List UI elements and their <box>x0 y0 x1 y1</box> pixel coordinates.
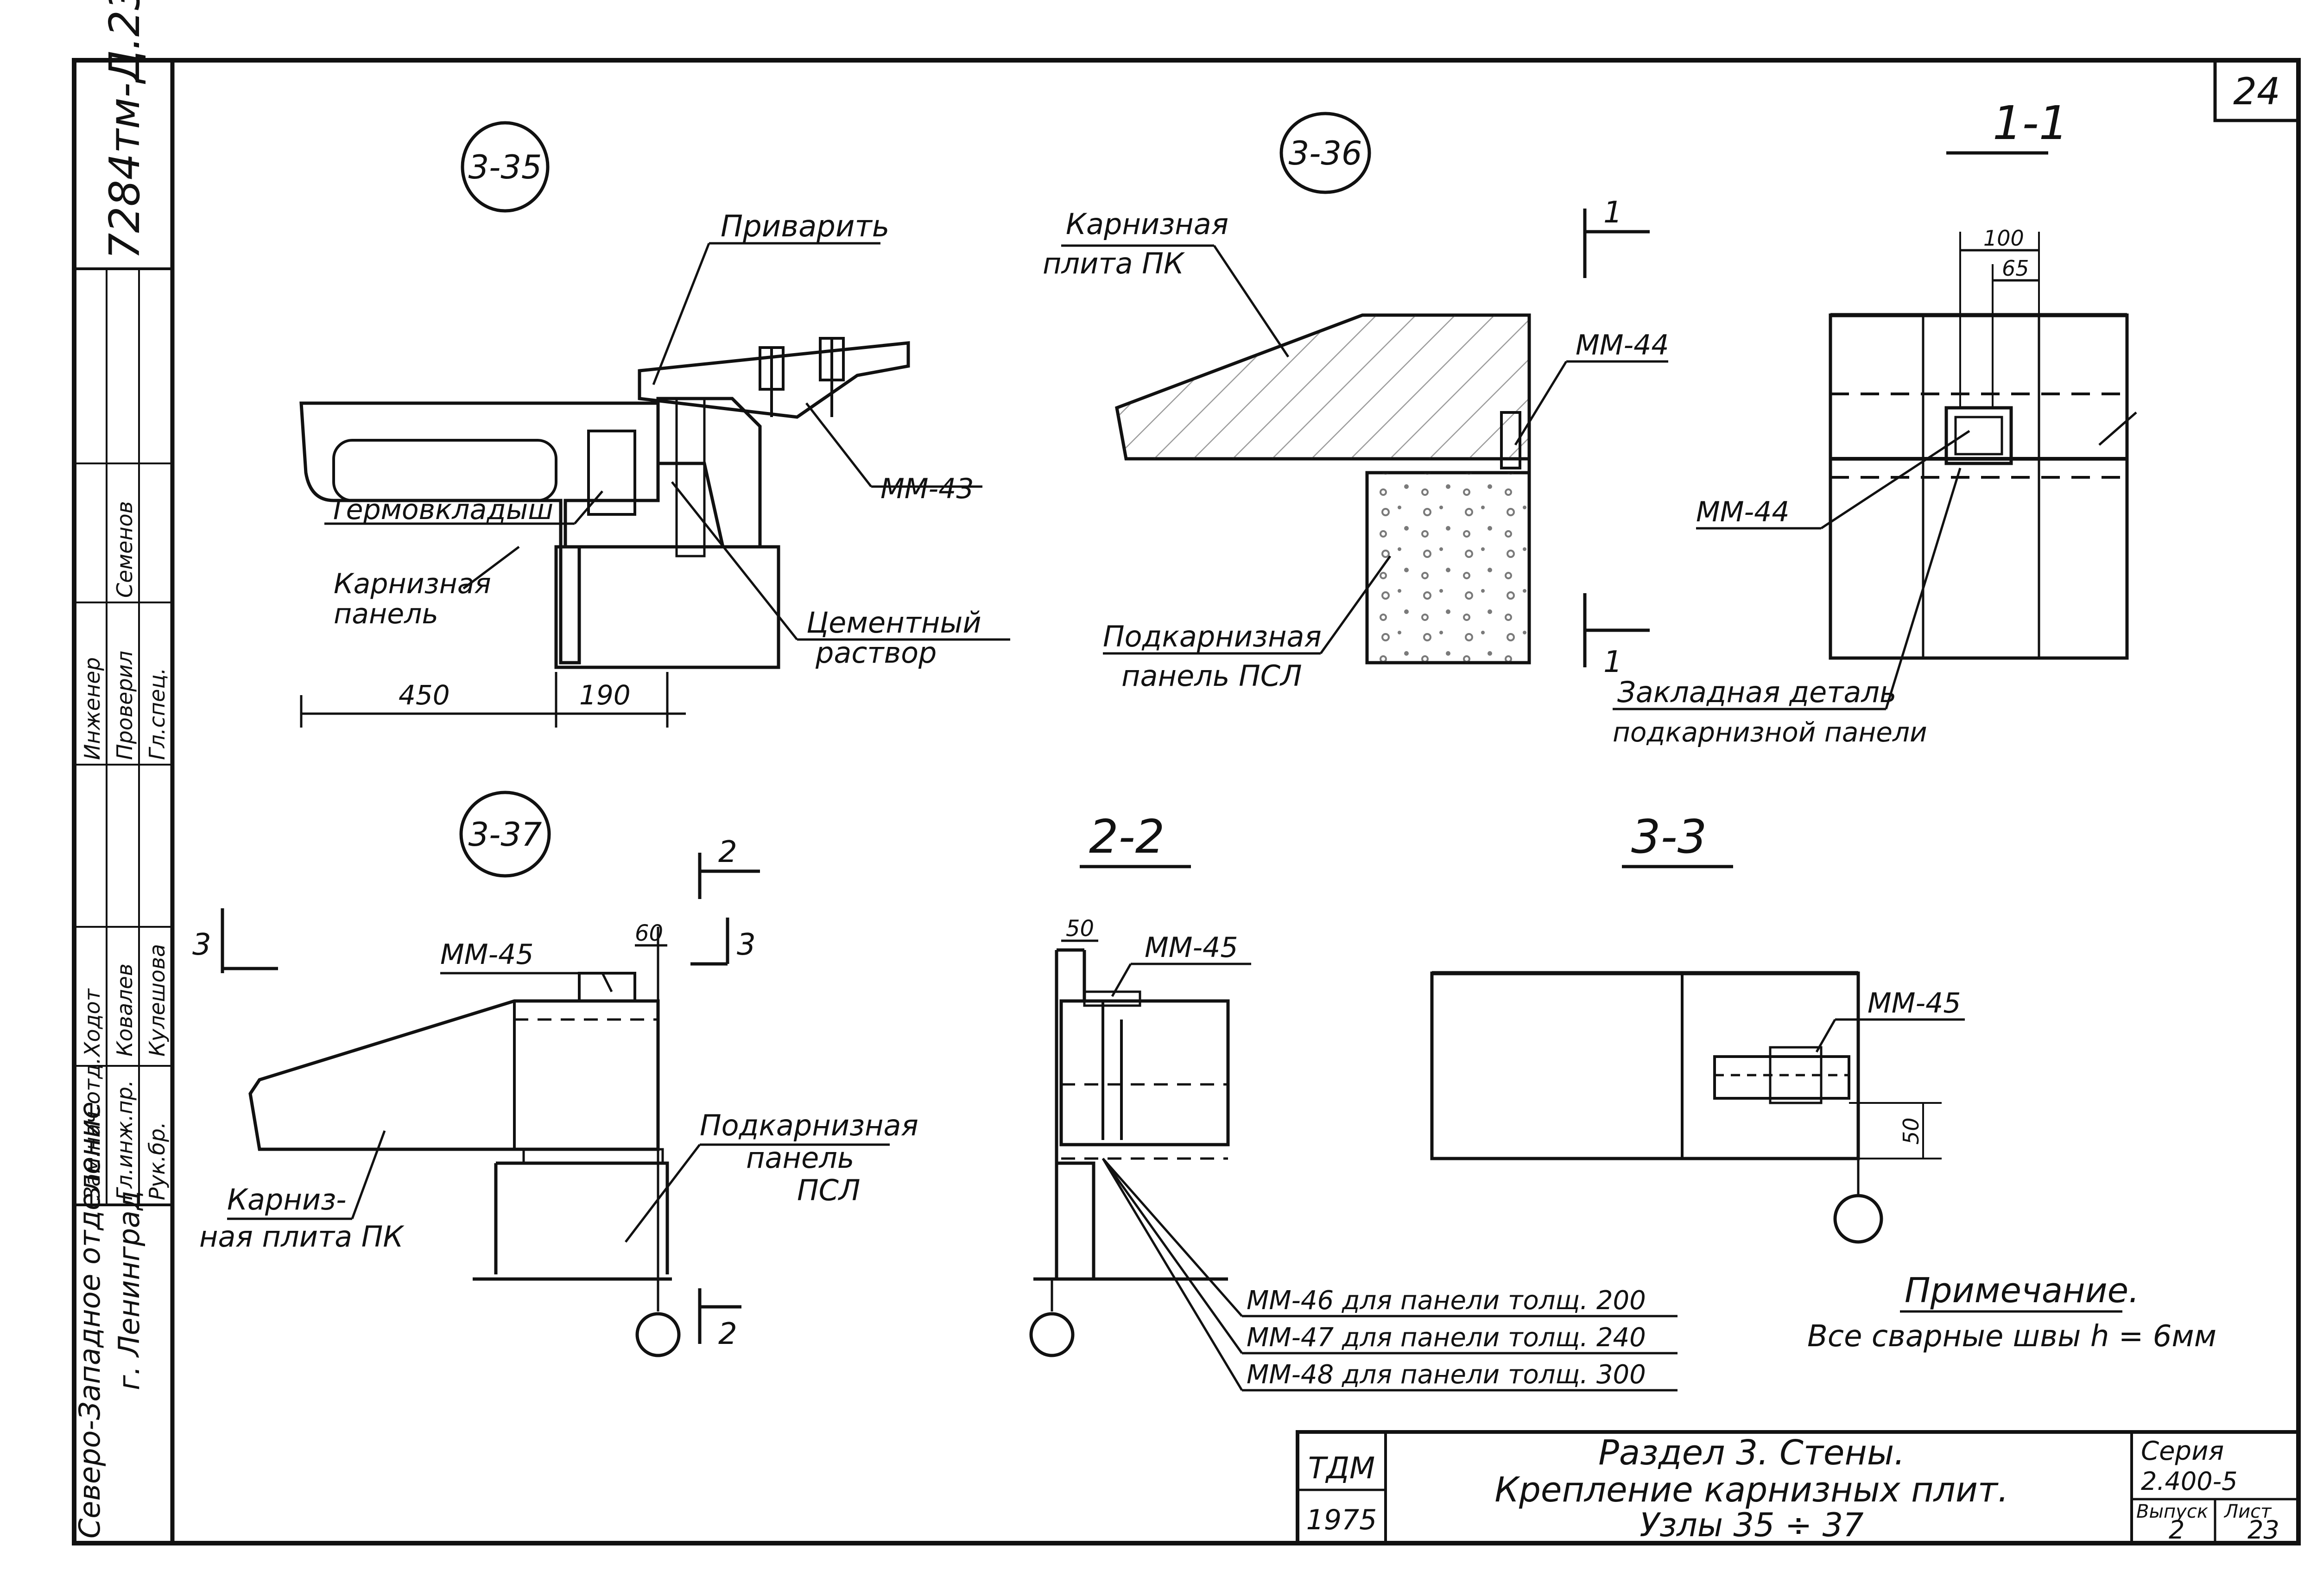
page-number: 24 <box>2233 70 2280 113</box>
label-podkarn37-1: Подкарнизная <box>700 1108 918 1142</box>
dim-60: 60 <box>635 920 663 946</box>
label-cement-2: раствор <box>815 636 937 670</box>
stamp-organization: Северо-Западное отделение <box>73 1102 107 1539</box>
node-label-3-37: 3-37 <box>468 816 542 854</box>
label-karniz-pk-2: ная плита ПК <box>199 1220 405 1254</box>
label-karn-plita-2: плита ПК <box>1043 247 1185 280</box>
issue-value: 2 <box>2169 1515 2184 1545</box>
section-title-3-3: 3-3 <box>1631 810 1707 864</box>
label-mm44-node: ММ-44 <box>1576 329 1669 361</box>
section-mark-2-bottom: 2 <box>718 1317 737 1351</box>
label-termovkladysh: Термовкладыш <box>329 494 553 526</box>
dim-50-22: 50 <box>1066 916 1094 942</box>
node-marker-3-35 <box>461 121 550 213</box>
node-marker-3-36 <box>1279 112 1371 194</box>
label-privarit: Приварить <box>721 209 890 244</box>
stamp-role-2: Гл.инж.пр. <box>112 1080 137 1200</box>
label-mm44-section: ММ-44 <box>1696 496 1790 528</box>
label-podkarn-2: панель ПСЛ <box>1121 659 1302 693</box>
section-3-3: 3-3 ММ-45 50 <box>1430 810 1965 1244</box>
label-mm48: ММ-48 для панели толщ. 300 <box>1247 1360 1646 1390</box>
section-mark-3-left: 3 <box>192 928 211 962</box>
label-karniznaya-panel-2: панель <box>334 598 438 630</box>
node-label-3-36: 3-36 <box>1289 134 1362 172</box>
note-text: Все сварные швы h = 6мм <box>1807 1319 2216 1354</box>
sheet-frame <box>72 58 2301 1545</box>
section-title-2-2: 2-2 <box>1089 810 1165 864</box>
label-mm45-node: ММ-45 <box>440 938 534 971</box>
stamp-name-4: Семенов <box>112 501 137 598</box>
label-karniz-pk-1: Карниз- <box>227 1183 347 1216</box>
title-year: 1975 <box>1306 1504 1377 1536</box>
note-block: Примечание. Все сварные швы h = 6мм <box>1807 1271 2216 1354</box>
title-line-3: Узлы 35 ÷ 37 <box>1640 1506 1863 1544</box>
dim-50-33: 50 <box>1899 1117 1924 1145</box>
node-3-36: 3-36 Карнизная плита ПК ММ-44 Подкарнизн… <box>1043 112 1669 693</box>
stamp-name-1: Ходот <box>80 988 105 1058</box>
dim-450: 450 <box>399 679 450 711</box>
sheet-label: Лист <box>2223 1501 2272 1522</box>
label-mm43: ММ-43 <box>880 473 974 505</box>
stamp-role-1: Зам.нач.отд. <box>80 1058 105 1200</box>
stamp-role-4: Инженер <box>80 657 105 760</box>
stamp-name-2: Ковалев <box>112 963 137 1057</box>
label-zaklad-1: Закладная деталь <box>1617 675 1897 709</box>
drawing-code: 7284тм-Д.23 <box>101 0 149 260</box>
series-label: Серия <box>2141 1436 2224 1466</box>
stamp-name-3: Кулешова <box>145 944 170 1057</box>
label-mm45-22: ММ-45 <box>1145 931 1238 964</box>
label-podkarn-1: Подкарнизная <box>1103 620 1322 653</box>
note-title: Примечание. <box>1905 1271 2140 1311</box>
node-marker-3-37 <box>459 791 551 878</box>
series-value: 2.400-5 <box>2141 1467 2237 1496</box>
section-mark-2-top: 2 <box>718 835 737 869</box>
label-karn-plita-1: Карнизная <box>1066 207 1228 241</box>
dim-65: 65 <box>2002 256 2029 281</box>
section-mark-3-right: 3 <box>737 928 756 962</box>
label-mm46: ММ-46 для панели толщ. 200 <box>1247 1286 1646 1316</box>
label-cement-1: Цементный <box>806 606 981 640</box>
stamp-role-5: Проверил <box>112 651 137 760</box>
issue-label: Выпуск <box>2136 1501 2208 1522</box>
label-mm45-33: ММ-45 <box>1868 987 1961 1020</box>
dim-190: 190 <box>579 679 631 711</box>
title-line-1: Раздел 3. Стены. <box>1598 1433 1905 1473</box>
label-podkarn37-2: панель <box>746 1141 854 1175</box>
sheet-value: 23 <box>2247 1515 2279 1545</box>
section-2-2: 2-2 50 ММ-45 ММ-46 для панели толщ. 200 … <box>1029 810 1678 1392</box>
title-line-2: Крепление карнизных плит. <box>1494 1470 2008 1510</box>
node-3-37: 3-37 ММ-45 60 Карниз- ная плита ПК Подка… <box>192 791 918 1357</box>
node-3-35: 3-35 Приварить Термовкладыш Карнизная <box>299 121 1010 728</box>
section-mark-1-top: 1 <box>1603 196 1622 230</box>
section-mark-1-bottom: 1 <box>1603 645 1622 679</box>
stamp-role-6: Гл.спец. <box>145 668 170 760</box>
label-podkarn37-3: ПСЛ <box>797 1173 861 1207</box>
title-block: ТДМ 1975 Раздел 3. Стены. Крепление карн… <box>1296 1430 2300 1545</box>
section-1-1: 1-1 100 65 ММ-44 Закладная деталь подкар… <box>1613 96 2137 748</box>
label-karniznaya-panel-1: Карнизная <box>334 568 491 600</box>
label-zaklad-2: подкарнизной панели <box>1613 716 1927 748</box>
dim-100: 100 <box>1983 226 2024 251</box>
page-number-box: 24 <box>2213 58 2300 122</box>
title-org: ТДМ <box>1308 1451 1375 1486</box>
stamp-role-3: Рук.бр. <box>145 1121 170 1200</box>
stamp-city: г. Ленинград <box>112 1191 146 1390</box>
node-label-3-35: 3-35 <box>468 148 542 186</box>
section-title-1-1: 1-1 <box>1993 96 2068 150</box>
label-mm47: ММ-47 для панели толщ. 240 <box>1247 1323 1646 1353</box>
